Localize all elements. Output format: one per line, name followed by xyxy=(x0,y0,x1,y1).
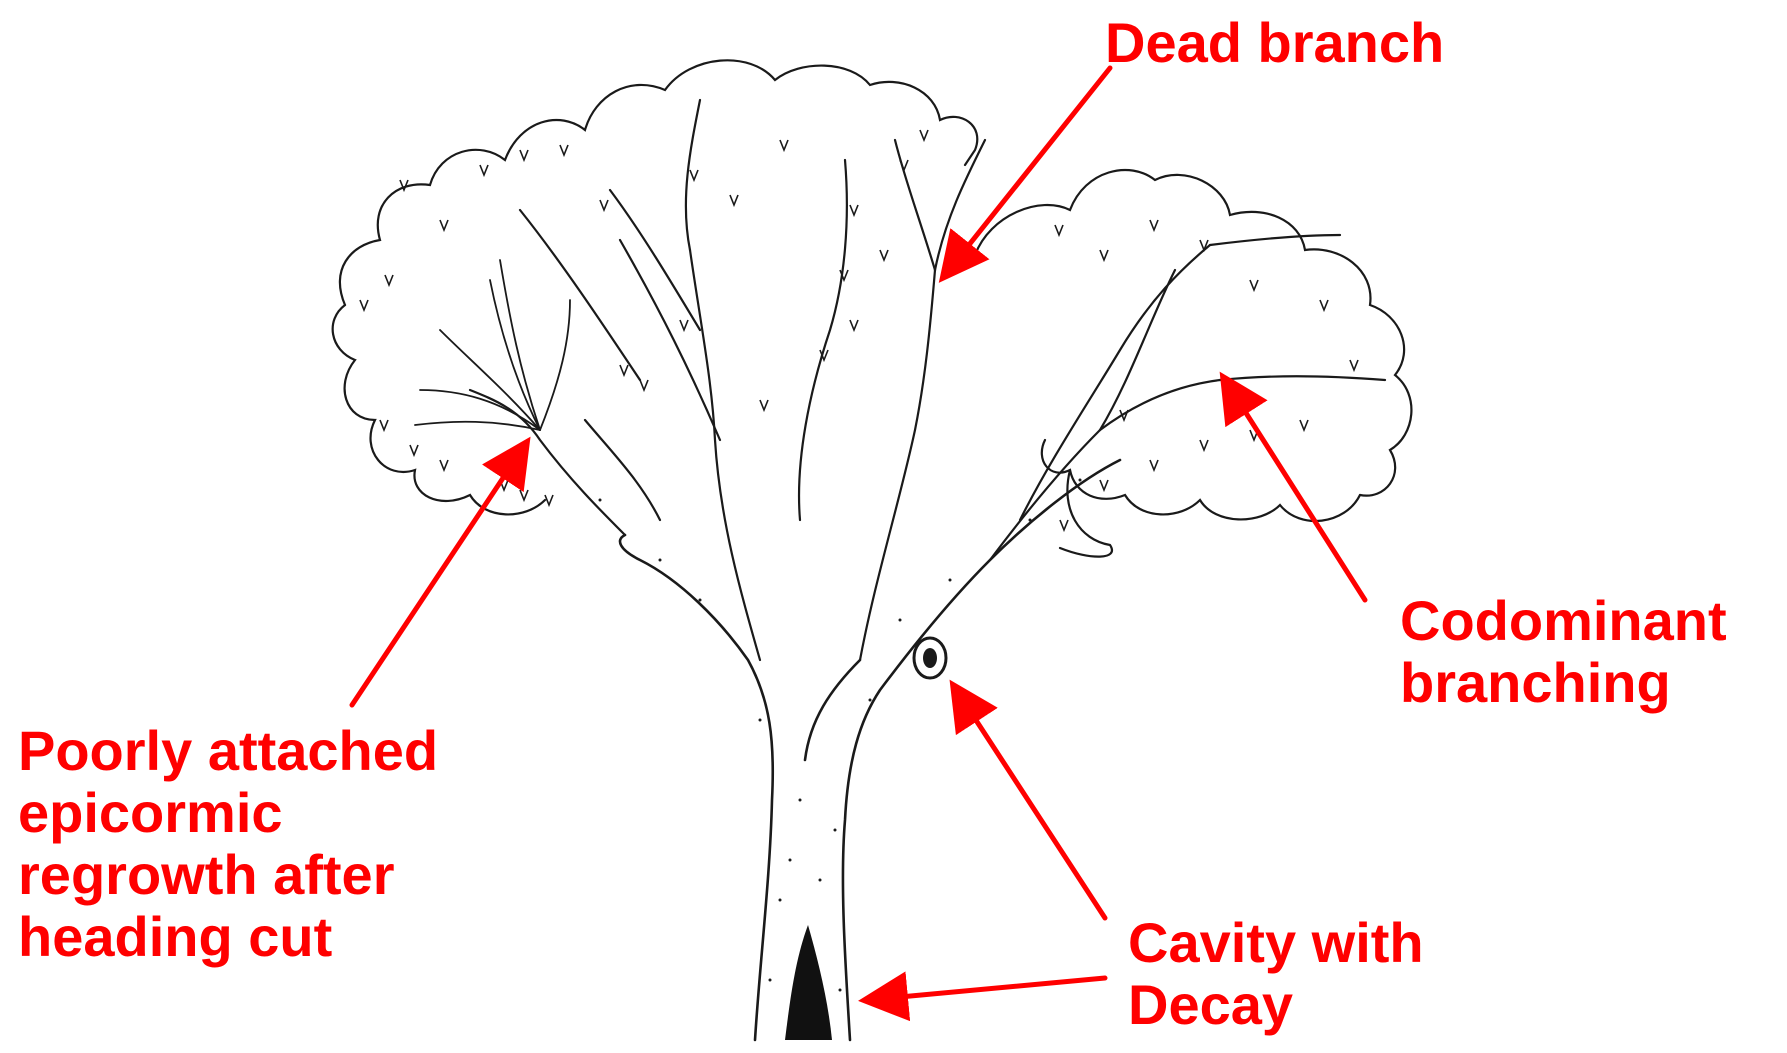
label-line: regrowth after xyxy=(18,844,438,906)
label-line: branching xyxy=(1400,652,1727,714)
canopy-outline xyxy=(333,60,1412,556)
trunk xyxy=(620,460,1120,1040)
annotation-arrows xyxy=(352,68,1365,1000)
label-line: Decay xyxy=(1128,974,1424,1036)
label-line: Cavity with xyxy=(1128,912,1424,974)
label-cavity-with-decay: Cavity with Decay xyxy=(1128,912,1424,1036)
label-dead-branch: Dead branch xyxy=(1105,12,1444,74)
label-line: Poorly attached xyxy=(18,720,438,782)
bark-stipple xyxy=(599,479,1082,992)
arrow-epicormic xyxy=(352,445,525,705)
epicormic-sprouts xyxy=(415,260,570,430)
label-line: Dead branch xyxy=(1105,12,1444,74)
label-codominant-branching: Codominant branching xyxy=(1400,590,1727,714)
label-line: epicormic xyxy=(18,782,438,844)
tree-limbs xyxy=(470,100,1385,660)
label-line: Codominant xyxy=(1400,590,1727,652)
label-epicormic-regrowth: Poorly attached epicormic regrowth after… xyxy=(18,720,438,968)
label-line: heading cut xyxy=(18,906,438,968)
arrow-cavity-knot xyxy=(955,688,1105,918)
arrow-codominant xyxy=(1225,380,1365,600)
decay-cavity-shape xyxy=(785,925,832,1040)
branch-knot-core xyxy=(923,648,937,668)
arrow-cavity-decay xyxy=(868,978,1105,1000)
